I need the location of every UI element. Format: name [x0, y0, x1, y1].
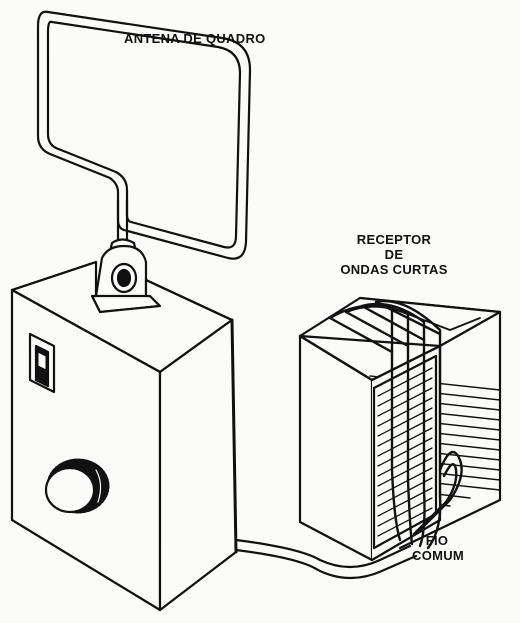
- shortwave-receiver: [298, 296, 502, 562]
- power-switch: [28, 332, 56, 394]
- wire-label: FIO COMUM: [412, 533, 465, 563]
- wire-label-line2: COMUM: [412, 548, 465, 563]
- control-box: [10, 260, 238, 612]
- wire-label-line1: FIO: [425, 533, 449, 548]
- coil-windings: [328, 299, 481, 550]
- cable: [234, 538, 418, 580]
- antenna-label-text: ANTENA DE QUADRO: [124, 31, 266, 46]
- receiver-label-line2: DE: [384, 247, 404, 262]
- receiver-label-line1: RECEPTOR: [356, 232, 432, 247]
- antenna-label: ANTENA DE QUADRO: [124, 31, 266, 46]
- receiver-label-line3: ONDAS CURTAS: [340, 262, 448, 277]
- receiver-label: RECEPTOR DE ONDAS CURTAS: [314, 232, 474, 277]
- tuning-knob: [44, 458, 110, 514]
- loop-antenna: [36, 10, 252, 260]
